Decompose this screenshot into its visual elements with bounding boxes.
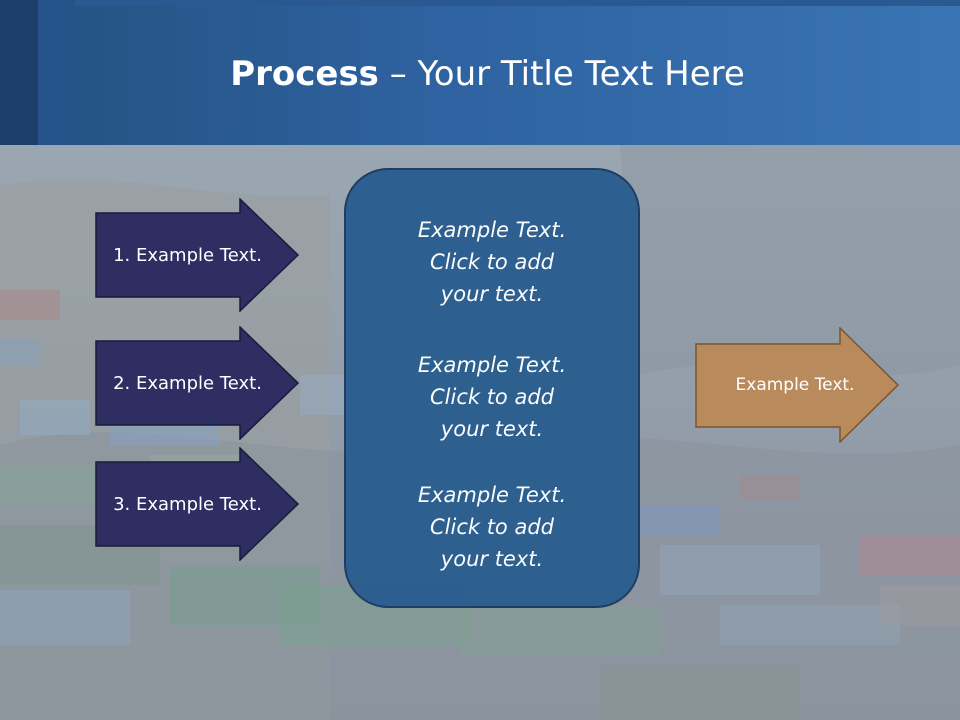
arrow-right-shape xyxy=(95,447,300,561)
arrow-right-shape xyxy=(695,327,900,443)
header-accent-block xyxy=(0,0,38,145)
arrow-right-shape xyxy=(95,326,300,440)
center-text-1[interactable]: Example Text. Click to add your text. xyxy=(417,218,567,306)
step-arrow-2[interactable]: 2. Example Text. xyxy=(95,326,300,440)
result-arrow-label: Example Text. xyxy=(735,375,855,395)
center-text-2[interactable]: Example Text. Click to add your text. xyxy=(417,353,567,441)
slide-title-rest: – Your Title Text Here xyxy=(378,54,745,94)
result-arrow[interactable]: Example Text. xyxy=(695,327,900,443)
step-arrow-label: 3. Example Text. xyxy=(113,493,262,515)
step-arrow-3[interactable]: 3. Example Text. xyxy=(95,447,300,561)
slide-title[interactable]: Process – Your Title Text Here xyxy=(75,50,900,98)
center-content-box[interactable]: Example Text. Click to add your text. Ex… xyxy=(344,168,640,608)
step-arrow-label: 1. Example Text. xyxy=(113,244,262,266)
center-text-3[interactable]: Example Text. Click to add your text. xyxy=(417,483,567,571)
title-bar: Process – Your Title Text Here xyxy=(0,0,960,145)
step-arrow-1[interactable]: 1. Example Text. xyxy=(95,198,300,312)
arrow-right-shape xyxy=(95,198,300,312)
step-arrow-label: 2. Example Text. xyxy=(113,372,262,394)
slide-title-bold: Process xyxy=(230,54,379,94)
header-accent-block xyxy=(38,0,75,145)
header-top-strip xyxy=(75,0,960,6)
